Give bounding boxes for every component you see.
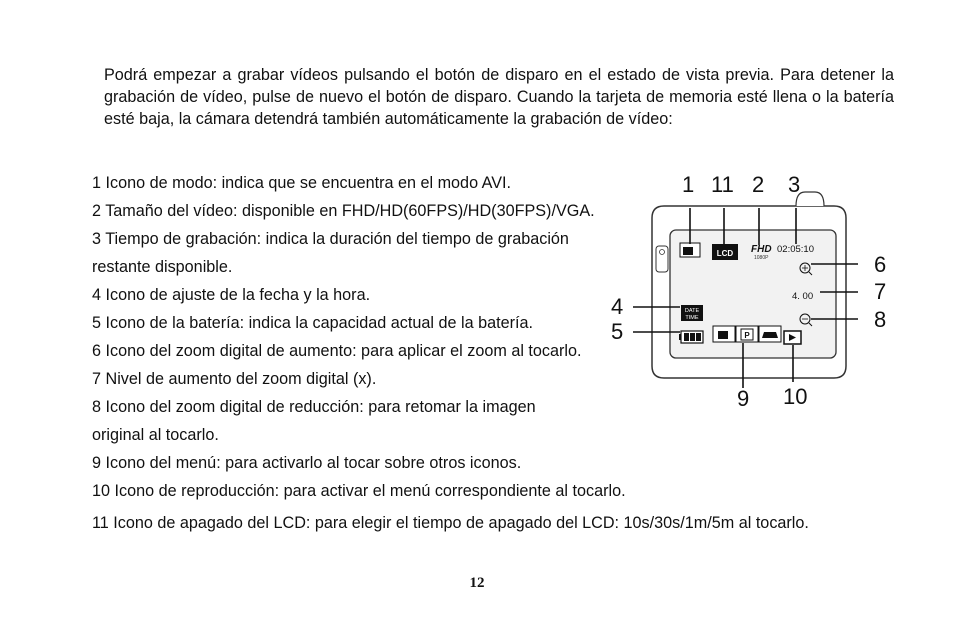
list-item-11: 11 Icono de apagado del LCD: para elegir…: [92, 514, 809, 532]
page-number: 12: [469, 575, 485, 591]
callout-2: 2: [752, 172, 764, 197]
callout-6: 6: [874, 252, 886, 277]
list-item-5: 5 Icono de la batería: indica la capacid…: [92, 314, 533, 332]
callout-3: 3: [788, 172, 800, 197]
camera-screen-diagram: LCD FHD 1080P 02:05:10 4. 00 DATE TIME P: [611, 172, 886, 411]
callout-11: 11: [711, 172, 734, 197]
side-connector: [655, 245, 669, 273]
list-item-10: 10 Icono de reproducción: para activar e…: [92, 482, 626, 500]
callout-5: 5: [611, 319, 623, 344]
lcd-screen: [669, 229, 837, 359]
lcd-off-icon: [712, 244, 738, 260]
callout-7: 7: [874, 279, 886, 304]
zoom-in-icon: [799, 262, 811, 274]
menu-icon-label: P: [744, 331, 750, 340]
list-item-3: 3 Tiempo de grabación: indica la duració…: [92, 230, 569, 248]
list-item-2: 2 Tamaño del vídeo: disponible en FHD/HD…: [92, 202, 595, 220]
record-time: 02:05:10: [777, 244, 814, 255]
callout-10: 10: [783, 384, 807, 409]
zoom-out-icon: [799, 313, 811, 325]
shutter-button-outline: [795, 191, 825, 207]
list-item-3-cont: restante disponible.: [92, 258, 233, 276]
list-item-8-cont: original al tocarlo.: [92, 426, 219, 444]
callout-9: 9: [737, 386, 749, 411]
list-item-1: 1 Icono de modo: indica que se encuentra…: [92, 174, 512, 192]
leader-lines: [633, 208, 858, 388]
time-label: TIME: [685, 315, 698, 321]
video-size-sub: 1080P: [754, 255, 769, 261]
zoom-level: 4. 00: [792, 291, 813, 302]
callout-8: 8: [874, 307, 886, 332]
callout-1: 1: [682, 172, 694, 197]
side-connector-dot: [659, 249, 665, 255]
video-size-label: FHD: [751, 244, 772, 255]
date-label: DATE: [685, 308, 700, 314]
list-item-8: 8 Icono del zoom digital de reducción: p…: [92, 398, 536, 416]
lcd-icon-label: LCD: [717, 249, 734, 258]
list-item-4: 4 Icono de ajuste de la fecha y la hora.: [92, 286, 371, 304]
video-mode-icon-glyph: [683, 247, 693, 255]
intro-paragraph: Podrá empezar a grabar vídeos pulsando e…: [104, 66, 894, 128]
list-item-9: 9 Icono del menú: para activarlo al toca…: [92, 454, 522, 472]
callout-4: 4: [611, 294, 623, 319]
date-time-icon: [681, 305, 703, 321]
list-item-6: 6 Icono del zoom digital de aumento: par…: [92, 342, 582, 360]
list-item-7: 7 Nivel de aumento del zoom digital (x).: [92, 370, 377, 388]
